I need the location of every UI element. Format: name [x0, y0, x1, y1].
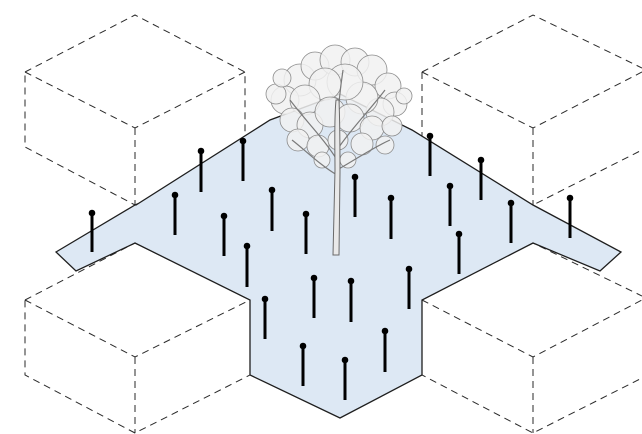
- bollard: [426, 132, 434, 176]
- tree-foliage: [313, 151, 331, 169]
- bollard: [220, 212, 228, 256]
- bollard: [405, 265, 413, 309]
- tree-foliage: [272, 68, 292, 88]
- bollard: [507, 199, 515, 243]
- bollard: [88, 209, 96, 252]
- tree-foliage: [350, 132, 374, 156]
- bollard: [171, 191, 179, 235]
- bollard: [387, 194, 395, 239]
- bollard: [566, 194, 574, 238]
- bollard: [302, 210, 310, 254]
- bollards-group: [88, 132, 574, 400]
- bollard: [261, 295, 269, 339]
- bollard: [243, 242, 251, 287]
- bollard: [341, 356, 349, 400]
- bollard: [446, 182, 454, 226]
- tree-foliage: [381, 115, 403, 137]
- bollard: [455, 230, 463, 274]
- bollard: [310, 274, 318, 318]
- bollard: [197, 147, 205, 192]
- bollard: [299, 342, 307, 386]
- bollard: [477, 156, 485, 200]
- bollard: [268, 186, 276, 231]
- bollard: [351, 173, 359, 217]
- bollard: [239, 137, 247, 181]
- bollard: [347, 277, 355, 322]
- bollard: [381, 327, 389, 372]
- tree-foliage: [395, 87, 413, 105]
- tree-illustration: [265, 44, 413, 256]
- block-top-left: [24, 14, 246, 206]
- tree-foliage: [286, 128, 310, 152]
